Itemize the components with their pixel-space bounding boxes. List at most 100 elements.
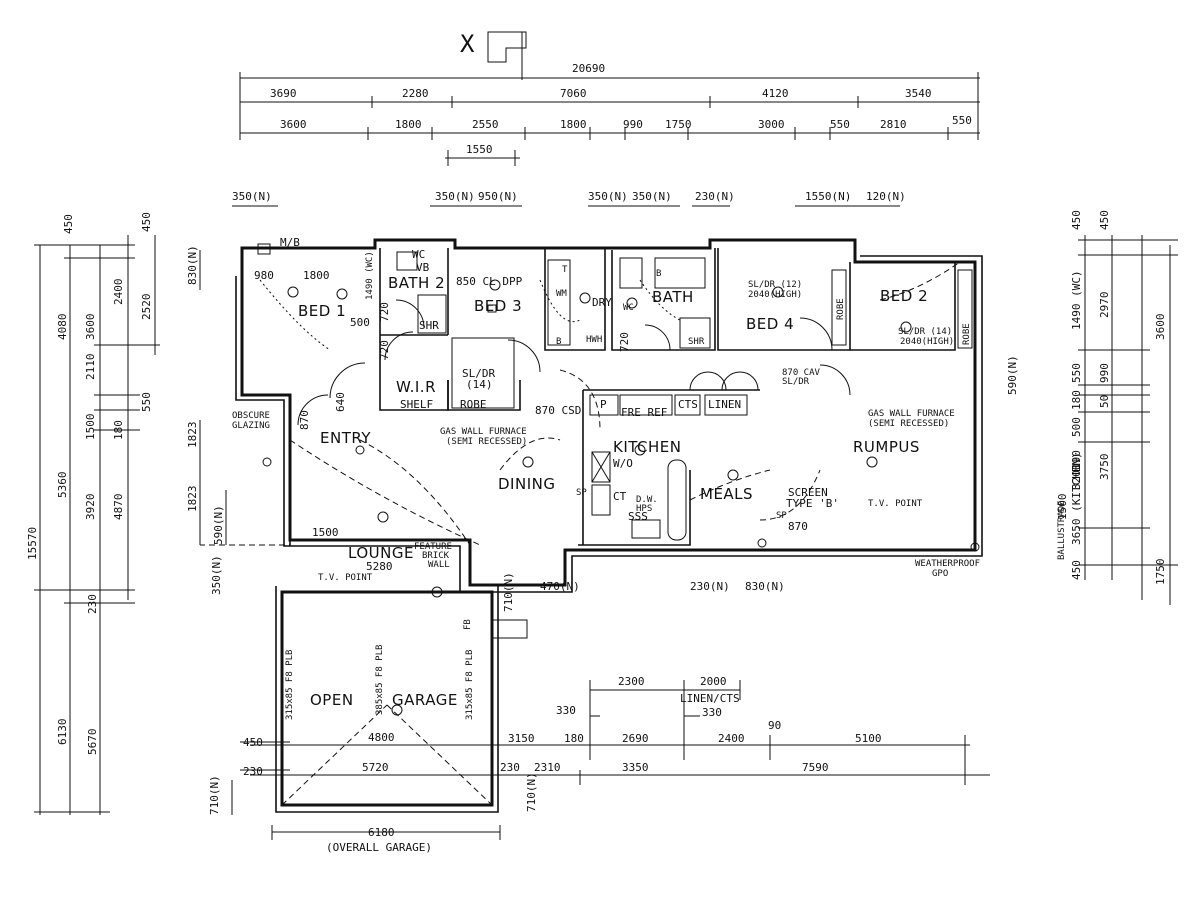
label-obscure: OBSCURE [232, 411, 270, 421]
dim-left-col3-4: 550 [140, 392, 153, 412]
room-entry: ENTRY [320, 429, 371, 447]
room-garage: GARAGE [392, 691, 458, 709]
label-robe-bed2: ROBE [962, 323, 972, 345]
dim-left-col2-2: 3600 [84, 314, 97, 341]
label-gas-furnace-2: GAS WALL FURNACE [868, 409, 955, 419]
bottom-dimensions: 2300 2000 LINEN/CTS 330 330 3150 180 269… [250, 572, 990, 854]
dim-window-5: 350(N) [632, 190, 672, 203]
label-semi-recessed-2: (SEMI RECESSED) [868, 419, 949, 429]
label-wm: WM [556, 289, 567, 299]
shower-bath [679, 317, 711, 349]
label-garage-dim: 4800 [368, 731, 395, 744]
label-b-1: B [556, 337, 561, 347]
dim-right-small-1: 590(N) [1006, 355, 1019, 395]
dim-top-row2-7: 3000 [758, 118, 785, 131]
dim-left-col3-6: 4870 [112, 494, 125, 521]
dim-window-1: 350(N) [232, 190, 272, 203]
dim-top-row2-6: 1750 [665, 118, 692, 131]
dim-right-col1-7: 1500 [1056, 494, 1069, 521]
label-gas-furnace: GAS WALL FURNACE [440, 427, 527, 437]
dim-window-3: 950(N) [478, 190, 518, 203]
label-kitchen-vertical: 3650 (KITCHEN) [1070, 452, 1083, 545]
dim-left-small-8: 710(N) [208, 775, 221, 815]
dim-right-col2-2: 2970 [1098, 292, 1111, 319]
dim-left-col2-4: 1500 [84, 414, 97, 441]
room-lounge: LOUNGE [348, 544, 414, 562]
label-cts: CTS [678, 398, 698, 411]
laundry-tub [547, 259, 571, 346]
room-bed-2: BED 2 [880, 287, 928, 305]
label-plb-315-a: 315x85 F8 PLB [285, 650, 295, 720]
dim-overall: 20690 [572, 62, 605, 75]
north-mark-letter: X [460, 30, 475, 58]
meter-box [257, 243, 271, 255]
label-vb: VB [416, 261, 430, 274]
label-fb: FB [463, 619, 473, 630]
room-labels: BED 1 BATH 2 BED 3 BED 4 BED 2 W.I.R ENT… [298, 274, 928, 709]
dim-right-col1-5: 500 [1070, 417, 1083, 437]
label-pantry: P [600, 398, 607, 411]
island-bench [667, 459, 687, 541]
dim-top-row2-3: 2550 [472, 118, 499, 131]
sink-box [631, 519, 661, 539]
dim-right-col1-4: 180 [1070, 390, 1083, 410]
dim-window-7: 1550(N) [805, 190, 851, 203]
cooktop [591, 484, 611, 516]
label-870-entry: 870 [298, 410, 311, 430]
left-dimensions: 15570 4080 5360 6130 450 3600 2110 1500 … [26, 212, 290, 815]
dim-bottom-a-1: 2300 [618, 675, 645, 688]
light-points [262, 279, 980, 716]
pantry-box [589, 394, 619, 416]
label-fre-ref: FRE REF [621, 406, 667, 419]
dim-window-4: 350(N) [588, 190, 628, 203]
wiring-and-swings [200, 261, 961, 546]
label-wall-oven: W/O [613, 457, 633, 470]
label-720-a: 720 [378, 302, 391, 322]
label-semi-recessed: (SEMI RECESSED) [446, 437, 527, 447]
dim-right-col3-1: 3600 [1154, 314, 1167, 341]
dim-bottom-a-2: 2000 [700, 675, 727, 688]
label-shr: SHR [419, 319, 439, 332]
dim-bottom-d-3: 2310 [534, 761, 561, 774]
label-sldr-bed3-size: (14) [466, 378, 493, 391]
dim-left-col3-3: 2520 [140, 294, 153, 321]
garage-walls [275, 586, 528, 813]
label-overall-garage: (OVERALL GARAGE) [326, 841, 432, 854]
label-linen-cts: LINEN/CTS [680, 692, 740, 705]
label-tv-point-2: T.V. POINT [318, 573, 373, 583]
dim-bottom-c-3: 2690 [622, 732, 649, 745]
label-lounge-dim: 5280 [366, 560, 393, 573]
linen-box [704, 394, 748, 416]
dim-bottom-b-1: 330 [556, 704, 576, 717]
label-1500: 1500 [312, 526, 339, 539]
label-b-2: B [656, 269, 661, 279]
dim-bottom-d-5: 7590 [802, 761, 829, 774]
dim-left-outer: 15570 [26, 527, 39, 560]
label-cl-dpp: 850 CL DPP [456, 275, 523, 288]
label-wc-2: WC [623, 303, 634, 313]
dim-top-row2-2: 1800 [395, 118, 422, 131]
label-plb-315-b: 315x85 F8 PLB [465, 650, 475, 720]
label-sp-right: SP [776, 511, 787, 521]
label-tv-point: T.V. POINT [868, 499, 923, 509]
label-height-a: 2040(HIGH) [748, 290, 802, 300]
label-ballustrade: BALLUSTRADE [1057, 500, 1067, 560]
label-sldr12: SL/DR (12) [748, 280, 802, 290]
label-720-b: 720 [378, 340, 391, 360]
dim-left-col2-5: 3920 [84, 494, 97, 521]
dim-top-row1-4: 4120 [762, 87, 789, 100]
label-cooktop: CT [613, 490, 627, 503]
label-feature: FEATURE [414, 542, 452, 552]
dim-right-col2-3: 990 [1098, 363, 1111, 383]
room-kitchen: KITCHEN [613, 438, 682, 456]
label-640: 640 [334, 392, 347, 412]
dim-bottom-c-1: 3150 [508, 732, 535, 745]
room-open: OPEN [310, 691, 354, 709]
dim-right-col1-1: 450 [1070, 210, 1083, 230]
dim-left-col2-7: 5670 [86, 729, 99, 756]
dim-top-row2-8: 550 [830, 118, 850, 131]
dim-right-col2-4: 50 [1098, 395, 1111, 408]
dim-window-2: 350(N) [435, 190, 475, 203]
label-mb: M/B [280, 236, 300, 249]
